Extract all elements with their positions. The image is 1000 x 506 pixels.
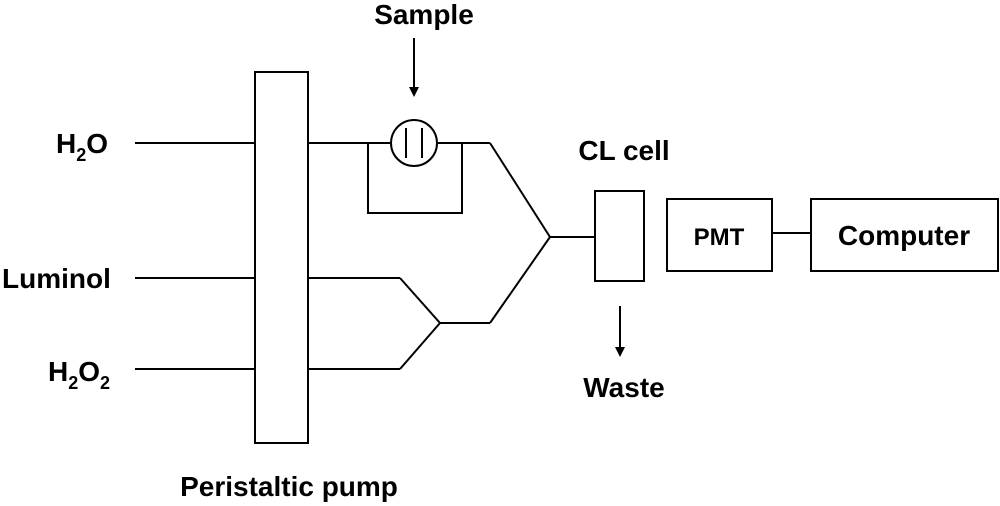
waste-label: Waste — [583, 372, 664, 403]
cl-cell — [594, 190, 645, 282]
computer-box — [810, 198, 999, 272]
sample-label: Sample — [374, 0, 474, 30]
luminol-merge-line — [399, 277, 490, 324]
h2o2-merge-line — [399, 322, 441, 370]
reagent-merge-line — [489, 236, 551, 324]
h2o-label: H2O — [56, 128, 108, 165]
pmt-box — [666, 198, 773, 272]
injection-valve — [390, 119, 438, 167]
h2o2-label: H2O2 — [48, 356, 110, 393]
luminol-label: Luminol — [2, 263, 111, 294]
computer-label: Computer — [838, 220, 970, 251]
cl-cell-label: CL cell — [578, 135, 669, 166]
pmt-label: PMT — [694, 224, 745, 251]
sample-loop — [367, 143, 463, 214]
pump-label: Peristaltic pump — [180, 471, 398, 502]
peristaltic-pump — [254, 71, 309, 444]
